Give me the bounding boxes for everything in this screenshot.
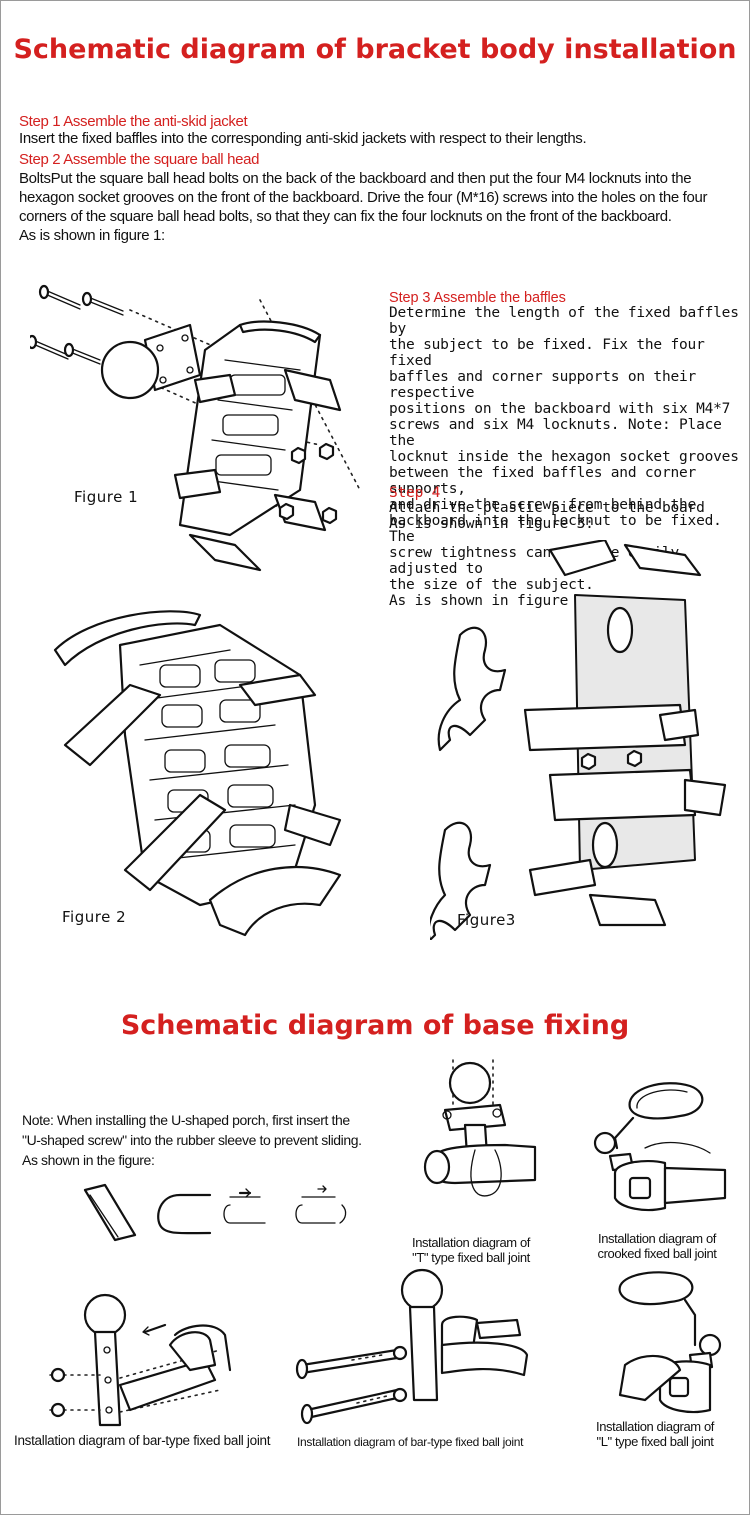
figure3-illustration: [430, 540, 727, 940]
step4-heading: Step 4: [389, 485, 441, 501]
step2-text: BoltsPut the square ball head bolts on t…: [19, 169, 707, 245]
step4-line: As is shown in figure 3:: [389, 516, 594, 532]
figure2-label: Figure 2: [62, 908, 127, 926]
step3-heading: Step 3 Assemble the baffles: [389, 290, 566, 306]
step3-line: and drive the screws from behind the: [389, 497, 697, 513]
note-line: As shown in the figure:: [22, 1152, 155, 1168]
step2-line: As is shown in figure 1:: [19, 227, 165, 244]
figure2-illustration: [53, 610, 342, 937]
figure3-label: Figure3: [457, 911, 516, 929]
note-line: "U-shaped screw" into the rubber sleeve …: [22, 1132, 362, 1148]
step3-line: baffles and corner supports on their res…: [389, 369, 697, 401]
step3-line: Determine the length of the fixed baffle…: [389, 305, 739, 337]
step2-heading: Step 2 Assemble the square ball head: [19, 151, 260, 168]
bar-type-2-illustration: [295, 1268, 529, 1425]
step3-line: between the fixed baffles and corner sup…: [389, 465, 697, 497]
backboard-icon: [173, 320, 342, 572]
step2-line: hexagon socket grooves on the front of t…: [19, 189, 708, 206]
mirror-icon: [628, 1082, 704, 1120]
rubber-sleeve-icon: [83, 1183, 137, 1242]
plastic-piece-icon: [430, 626, 507, 940]
caption-crooked: Installation diagram of crooked fixed ba…: [597, 1231, 717, 1261]
bar-type-1-illustration: [49, 1293, 232, 1427]
base-fixing-note: Note: When installing the U-shaped porch…: [22, 1110, 362, 1170]
figure1-illustration: [30, 284, 361, 572]
caption-l-type: Installation diagram of "L" type fixed b…: [596, 1419, 714, 1449]
screw-icon: [30, 284, 124, 365]
figure1-label: Figure 1: [74, 488, 139, 506]
step4-line: Attach the plastic piece to the board: [389, 500, 705, 516]
section-title-base-fixing: Schematic diagram of base fixing: [120, 1010, 630, 1041]
step3-line: As is shown in figure 2:: [389, 593, 594, 609]
l-type-illustration: [618, 1271, 722, 1414]
crooked-type-illustration: [593, 1082, 727, 1212]
step3-line: screws and six M4 locknuts. Note: Place …: [389, 417, 722, 449]
u-bolt-icon: [157, 1185, 347, 1235]
ball-head-icon: [100, 323, 202, 400]
step2-line: BoltsPut the square ball head bolts on t…: [19, 170, 692, 187]
caption-bar-type-1: Installation diagram of bar-type fixed b…: [14, 1433, 271, 1448]
step3-line: the size of the subject.: [389, 577, 594, 593]
step3-line: positions on the backboard with six M4*7: [389, 401, 731, 417]
u-bolt-sequence-illustration: [83, 1183, 347, 1242]
step3-line: backboard into the locknut to be fixed. …: [389, 513, 722, 545]
step1-heading: Step 1 Assemble the anti-skid jacket: [19, 113, 248, 130]
step3-text: Determine the length of the fixed baffle…: [389, 305, 750, 609]
mirror-icon: [618, 1271, 694, 1306]
note-line: Note: When installing the U-shaped porch…: [22, 1112, 350, 1128]
caption-bar-type-2: Installation diagram of bar-type fixed b…: [297, 1435, 524, 1449]
step1-text: Insert the fixed baffles into the corres…: [19, 130, 587, 147]
step3-line: locknut inside the hexagon socket groove…: [389, 449, 739, 465]
step3-line: the subject to be fixed. Fix the four fi…: [389, 337, 705, 369]
t-type-illustration: [423, 1059, 537, 1197]
caption-t-type: Installation diagram of "T" type fixed b…: [412, 1235, 530, 1265]
locknut-icon: [278, 442, 338, 525]
step4-text: Attach the plastic piece to the board As…: [389, 500, 705, 532]
step2-line: corners of the square ball head bolts, s…: [19, 208, 672, 225]
section-title-bracket-installation: Schematic diagram of bracket body instal…: [13, 34, 737, 65]
